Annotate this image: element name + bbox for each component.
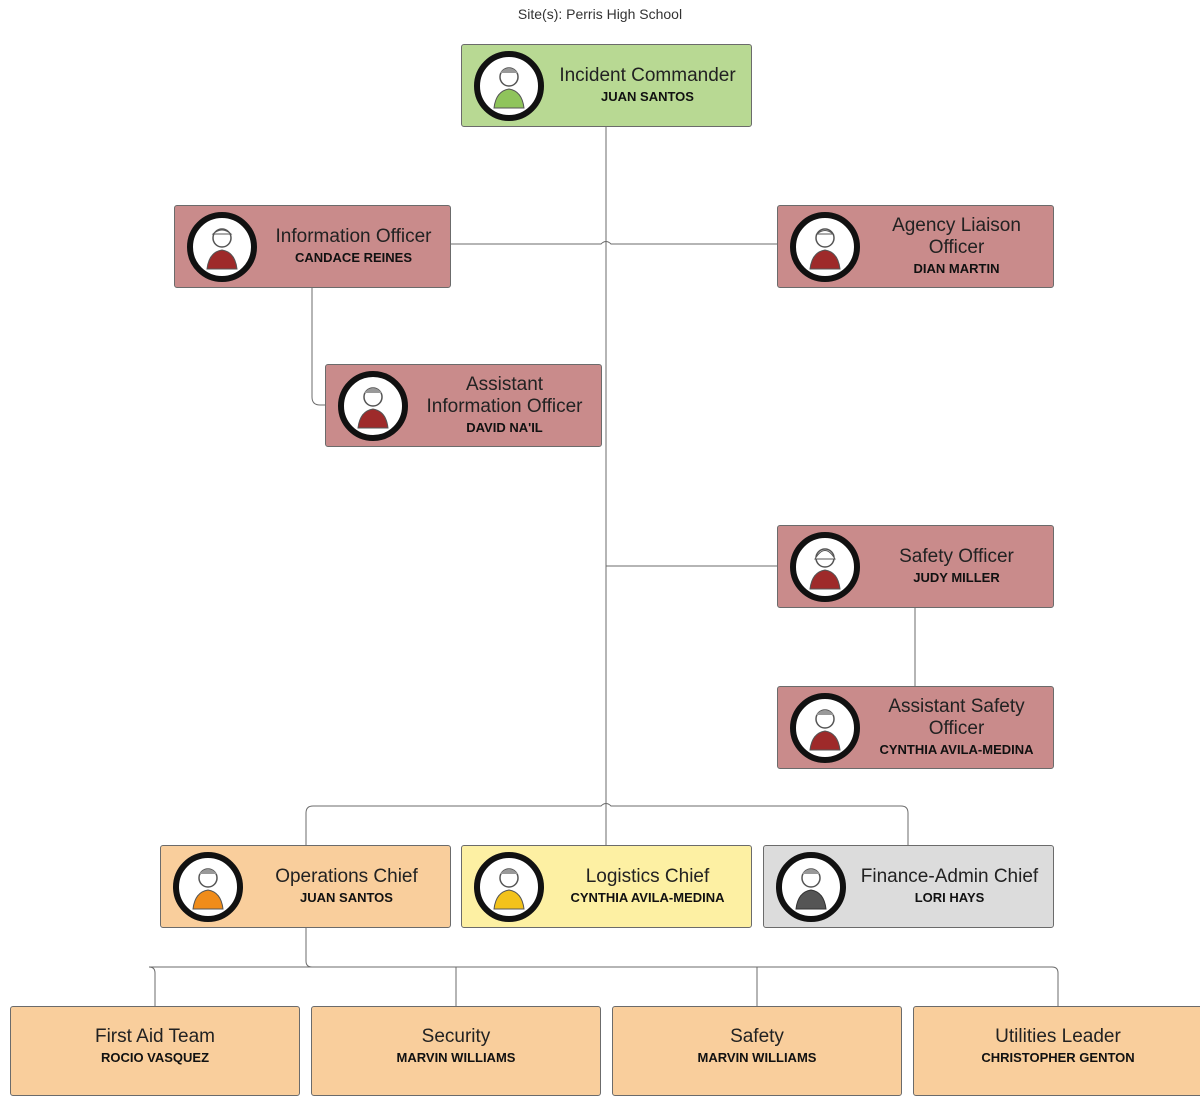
node-person-name: CYNTHIA AVILA-MEDINA [879, 742, 1034, 757]
node-title: Security [421, 1025, 491, 1047]
node-logistics-chief[interactable]: Logistics Chief CYNTHIA AVILA-MEDINA [461, 845, 752, 928]
node-information-officer[interactable]: Information Officer CANDACE REINES [174, 205, 451, 288]
node-finance-admin-chief[interactable]: Finance-Admin Chief LORI HAYS [763, 845, 1054, 928]
node-utilities-leader[interactable]: Utilities Leader CHRISTOPHER GENTON [913, 1006, 1200, 1096]
person-avatar-icon [790, 692, 860, 763]
node-person-name: MARVIN WILLIAMS [697, 1049, 817, 1065]
node-first-aid-team[interactable]: First Aid Team ROCIO VASQUEZ [10, 1006, 300, 1096]
person-avatar-icon [790, 531, 860, 602]
node-person-name: DAVID NA'IL [466, 420, 543, 435]
node-person-name: CYNTHIA AVILA-MEDINA [570, 890, 725, 905]
node-title: Safety Officer [899, 546, 1014, 567]
node-title-line-2: Officer [928, 237, 985, 258]
node-person-name: MARVIN WILLIAMS [396, 1049, 516, 1065]
node-title: Incident Commander [559, 65, 736, 86]
node-title-line-2: Information Officer [426, 396, 583, 417]
person-avatar-icon [187, 211, 257, 282]
node-title: First Aid Team [94, 1025, 216, 1047]
node-title-line-1: Agency Liaison [892, 215, 1021, 236]
node-security[interactable]: Security MARVIN WILLIAMS [311, 1006, 601, 1096]
node-title: Utilities Leader [995, 1025, 1121, 1047]
connector-chiefs [305, 803, 909, 848]
connector-assistant-information [311, 288, 325, 406]
node-assistant-information-officer[interactable]: Assistant Information Officer DAVID NA'I… [325, 364, 602, 447]
node-person-name: JUAN SANTOS [601, 89, 694, 104]
node-title: Safety [730, 1025, 784, 1047]
node-person-name: DIAN MARTIN [913, 261, 1000, 276]
node-person-name: ROCIO VASQUEZ [100, 1049, 210, 1065]
node-title-line-2: Officer [928, 718, 985, 739]
person-avatar-icon [173, 851, 243, 922]
node-incident-commander[interactable]: Incident Commander JUAN SANTOS [461, 44, 752, 127]
node-person-name: CANDACE REINES [294, 250, 412, 265]
person-avatar-icon [790, 211, 860, 282]
node-assistant-safety-officer[interactable]: Assistant Safety Officer CYNTHIA AVILA-M… [777, 686, 1054, 769]
connector-information-officer [451, 241, 777, 245]
node-agency-liaison-officer[interactable]: Agency Liaison Officer DIAN MARTIN [777, 205, 1054, 288]
node-title: Finance-Admin Chief [860, 866, 1039, 887]
node-safety[interactable]: Safety MARVIN WILLIAMS [612, 1006, 902, 1096]
node-person-name: LORI HAYS [914, 890, 985, 905]
person-avatar-icon [776, 851, 846, 922]
node-title: Logistics Chief [585, 866, 710, 887]
person-avatar-icon [338, 370, 408, 441]
node-title-line-1: Assistant Safety [888, 696, 1025, 717]
person-avatar-icon [474, 50, 544, 121]
node-safety-officer[interactable]: Safety Officer JUDY MILLER [777, 525, 1054, 608]
node-operations-chief[interactable]: Operations Chief JUAN SANTOS [160, 845, 451, 928]
node-person-name: CHRISTOPHER GENTON [981, 1049, 1135, 1065]
node-title-line-1: Assistant [465, 374, 544, 395]
node-title: Operations Chief [275, 866, 418, 887]
node-person-name: JUDY MILLER [913, 570, 1000, 585]
node-person-name: JUAN SANTOS [300, 890, 393, 905]
site-label: Site(s): Perris High School [517, 6, 683, 22]
person-avatar-icon [474, 851, 544, 922]
node-title: Information Officer [275, 226, 432, 247]
